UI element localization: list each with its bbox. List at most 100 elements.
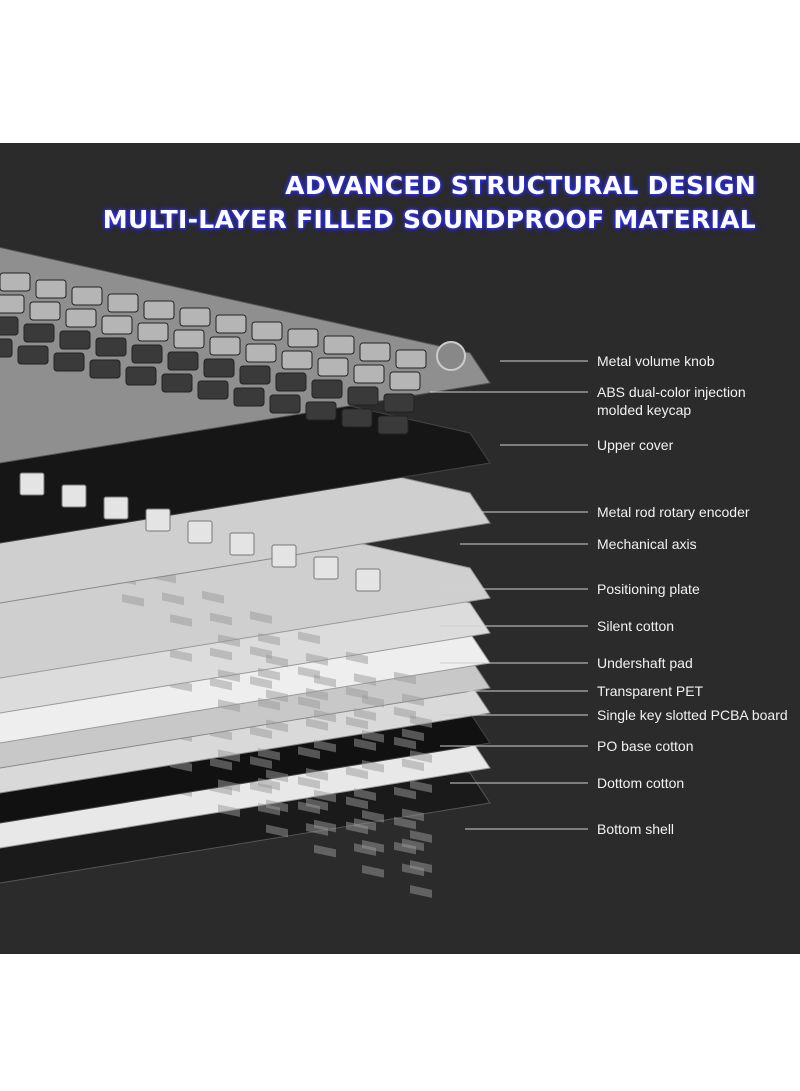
cutout: [362, 839, 384, 853]
keycap: [341, 408, 373, 428]
cutout: [218, 699, 240, 713]
cutout: [402, 808, 424, 822]
cutout: [314, 819, 336, 833]
keycap: [359, 342, 391, 362]
keycap: [275, 372, 307, 392]
keycap: [65, 308, 97, 328]
cutout: [218, 669, 240, 683]
label-abs-keycap: ABS dual-color injection: [597, 384, 746, 400]
cutout: [410, 860, 432, 873]
switch: [61, 484, 87, 508]
cutout: [314, 674, 336, 688]
keycap: [0, 272, 31, 292]
cutout: [210, 757, 232, 771]
switch: [229, 532, 255, 556]
label-silent-cotton: Silent cotton: [597, 618, 675, 634]
keycap: [209, 336, 241, 356]
keycap: [173, 329, 205, 349]
keycap: [323, 335, 355, 355]
label-mechanical-axis: Mechanical axis: [597, 536, 697, 552]
cutout: [258, 632, 280, 646]
keycap: [305, 401, 337, 421]
keycap: [161, 373, 193, 393]
cutout: [354, 818, 376, 831]
keycap: [251, 321, 283, 341]
cutout: [218, 749, 240, 763]
keycap: [23, 323, 55, 343]
cutout: [306, 688, 328, 701]
keycap: [95, 337, 127, 357]
cutout: [346, 651, 368, 665]
switch: [19, 472, 45, 496]
switch: [103, 496, 129, 520]
cutout: [362, 864, 384, 878]
label-transparent-pet: Transparent PET: [597, 683, 704, 699]
keycap: [353, 364, 385, 384]
cutout: [410, 750, 432, 763]
cutout: [354, 673, 376, 686]
keycap: [0, 338, 13, 358]
switch: [271, 544, 297, 568]
keycap: [239, 365, 271, 385]
keycap: [137, 322, 169, 342]
cutout: [346, 766, 368, 780]
keycap: [29, 301, 61, 321]
cutout: [314, 844, 336, 858]
cutout: [346, 821, 368, 835]
keycap: [203, 358, 235, 378]
keycap: [35, 279, 67, 299]
cutout: [250, 726, 272, 739]
cutout: [410, 830, 432, 843]
keycap: [395, 349, 427, 369]
keycap: [89, 359, 121, 379]
cutout: [266, 824, 288, 838]
cutout: [362, 759, 384, 773]
cutout: [346, 796, 368, 810]
cutout: [394, 841, 416, 855]
cutout: [202, 590, 224, 604]
keycap: [143, 300, 175, 320]
keycap: [347, 386, 379, 406]
cutout: [354, 843, 376, 856]
cutout: [402, 838, 424, 852]
keycap: [281, 350, 313, 370]
label-upper-cover: Upper cover: [597, 437, 674, 453]
cutout: [218, 804, 240, 818]
cutout: [402, 863, 424, 877]
cutout: [410, 715, 432, 728]
keycap: [197, 380, 229, 400]
cutout: [394, 671, 416, 685]
cutout: [258, 697, 280, 711]
cutout: [306, 823, 328, 836]
cutout: [170, 649, 192, 662]
keycap: [269, 394, 301, 414]
keycap: [0, 316, 19, 336]
cutout: [122, 593, 144, 607]
cutout: [306, 718, 328, 731]
keycap: [71, 286, 103, 306]
cutout: [250, 676, 272, 689]
keycap: [125, 366, 157, 386]
cutout: [354, 738, 376, 751]
cutout: [306, 653, 328, 666]
cutout: [394, 786, 416, 800]
keycap: [215, 314, 247, 334]
label-bottom-shell: Bottom shell: [597, 821, 675, 837]
keycap: [245, 343, 277, 363]
keycap: [17, 345, 49, 365]
cutout: [394, 816, 416, 830]
label-abs-keycap-line2: molded keycap: [597, 402, 692, 418]
heading-line-2: MULTI-LAYER FILLED SOUNDPROOF MATERIAL: [102, 205, 756, 234]
keycap: [233, 387, 265, 407]
label-po-base-cotton: PO base cotton: [597, 738, 694, 754]
cutout: [306, 768, 328, 781]
cutout: [362, 694, 384, 708]
cutout: [402, 758, 424, 772]
label-positioning-plate: Positioning plate: [597, 581, 700, 597]
label-metal-volume-knob: Metal volume knob: [597, 353, 715, 369]
cutout: [394, 736, 416, 750]
switch: [355, 568, 381, 592]
cutout: [298, 801, 320, 815]
cutout: [362, 809, 384, 823]
cutout: [266, 719, 288, 733]
